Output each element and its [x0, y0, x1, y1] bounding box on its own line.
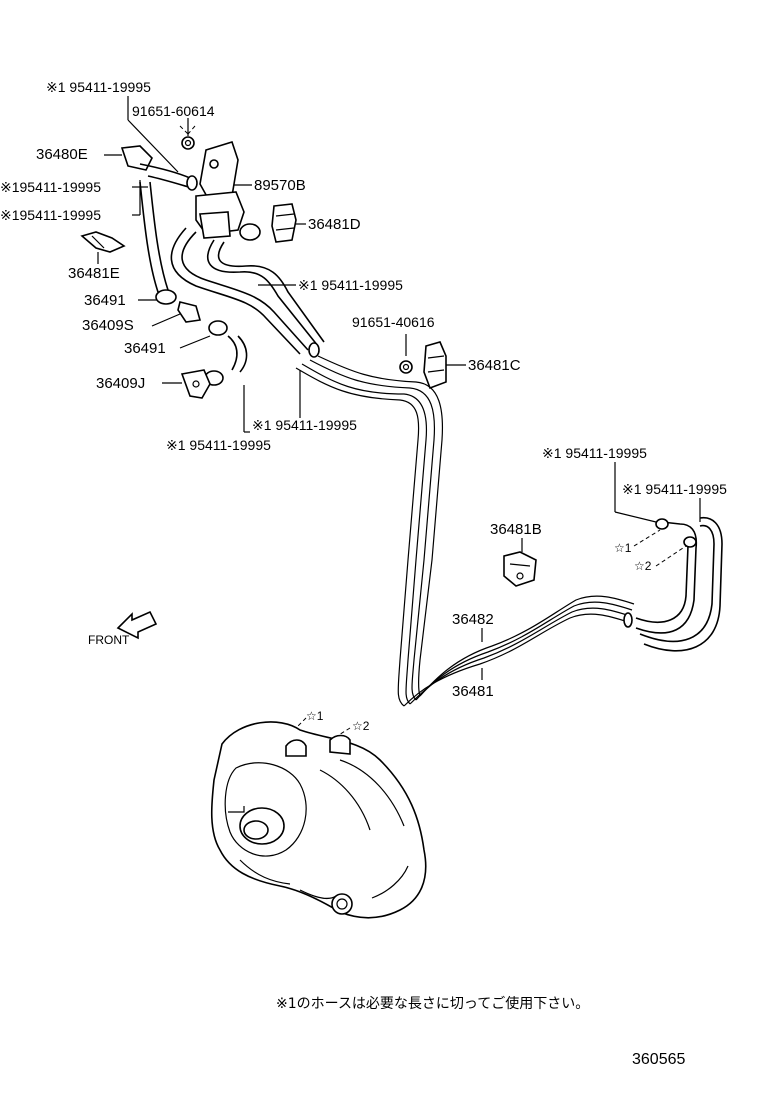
label-hose-mid: ※1 95411-19995 — [298, 277, 403, 293]
label-bolt-mid: 91651-40616 — [352, 314, 435, 330]
label-36481e: 36481E — [68, 265, 120, 282]
label-36481b: 36481B — [490, 521, 542, 538]
label-36481c: 36481C — [468, 357, 521, 374]
bolt-top — [181, 136, 195, 150]
label-89570b: 89570B — [254, 177, 306, 194]
label-36491-b: 36491 — [124, 340, 166, 357]
label-36482: 36482 — [452, 611, 494, 628]
vsv-assembly — [195, 141, 261, 241]
label-star2-right: ☆2 — [634, 559, 652, 573]
label-hose-top: ※1 95411-19995 — [46, 79, 151, 95]
label-star1-right: ☆1 — [614, 541, 632, 555]
clamp-36481c — [399, 341, 447, 390]
left-hose — [139, 181, 169, 293]
label-hose-r1: ※1 95411-19995 — [542, 445, 647, 461]
clip-36480e — [120, 145, 153, 171]
label-bolt-top: 91651-60614 — [132, 103, 215, 119]
label-hose-low1: ※1 95411-19995 — [252, 417, 357, 433]
metal-pipes — [295, 355, 635, 707]
lower-short-hose — [227, 335, 248, 373]
leader-lines — [97, 96, 701, 749]
transmission-housing — [210, 721, 427, 919]
short-hoses — [139, 163, 198, 191]
upper-hoses — [170, 227, 325, 358]
front-arrow-icon — [116, 610, 158, 640]
label-36409j: 36409J — [96, 375, 146, 392]
clamp-36481b — [503, 551, 537, 587]
right-hoses — [635, 516, 723, 652]
label-hose-low2: ※1 95411-19995 — [166, 437, 271, 453]
label-star2-bottom: ☆2 — [352, 719, 370, 733]
label-36480e: 36480E — [36, 146, 88, 163]
clamp-36481d — [271, 203, 297, 243]
bracket-36409j — [180, 369, 211, 399]
label-36491-a: 36491 — [84, 292, 126, 309]
label-front: FRONT — [88, 633, 130, 647]
footnote: ※1のホースは必要な長さに切ってご使用下さい。 — [276, 996, 590, 1012]
label-star1-bottom: ☆1 — [306, 709, 324, 723]
label-hose-l1: ※195411-19995 — [0, 179, 102, 195]
label-hose-l2: ※195411-19995 — [0, 207, 102, 223]
label-36409s: 36409S — [82, 317, 134, 334]
clamps-36491 — [155, 289, 228, 386]
label-36481: 36481 — [452, 683, 494, 700]
label-hose-r2: ※1 95411-19995 — [622, 481, 727, 497]
clamp-36481e — [80, 231, 126, 253]
diagram-code: 360565 — [632, 1051, 686, 1068]
label-36481d: 36481D — [308, 216, 361, 233]
